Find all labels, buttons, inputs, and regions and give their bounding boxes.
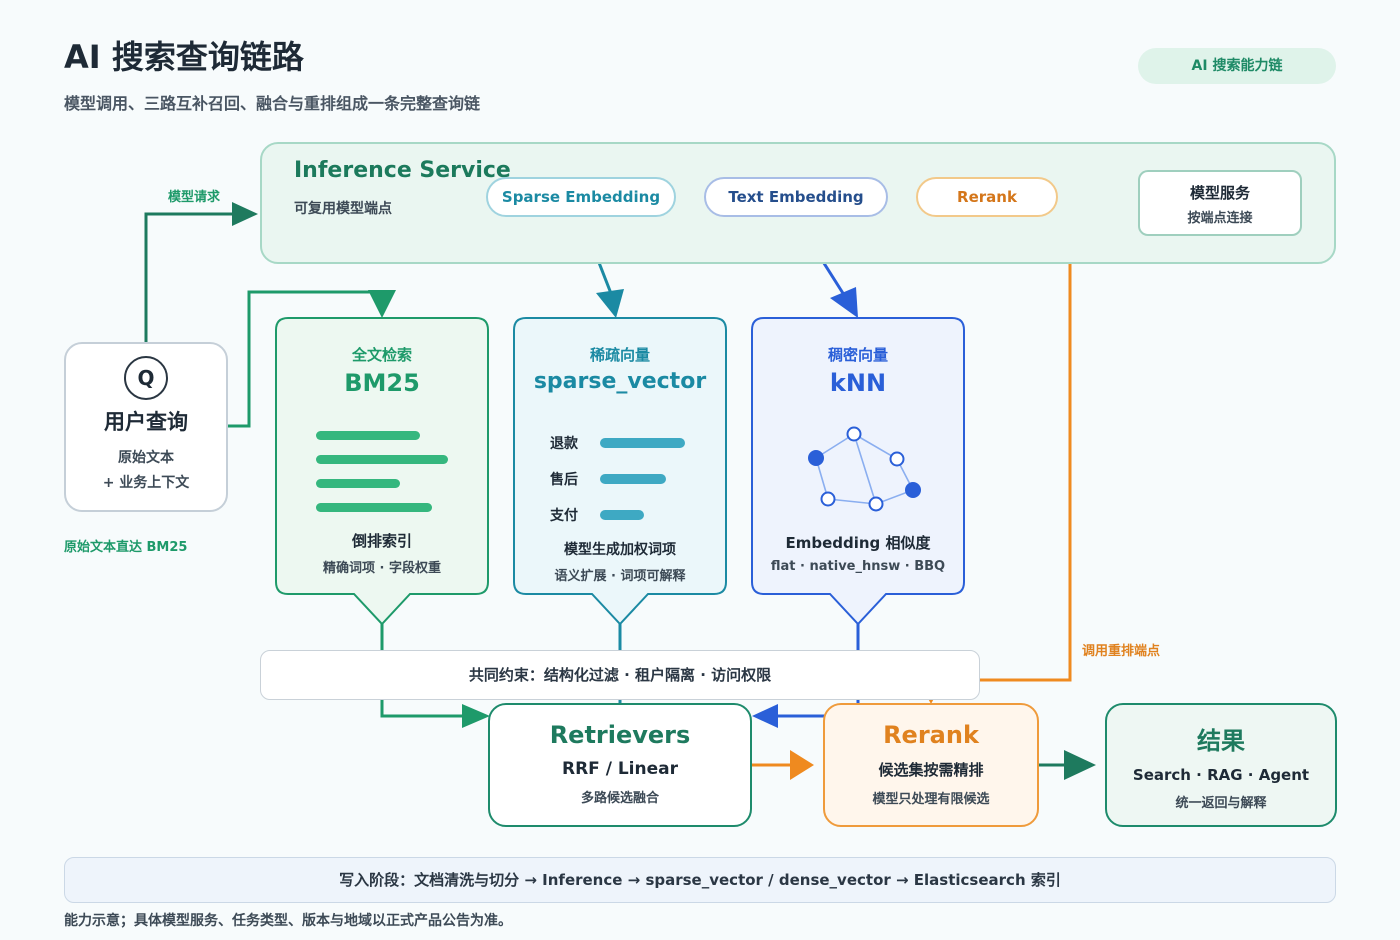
sparse-term-3: 支付: [550, 508, 578, 524]
sparse-desc: 模型生成加权词项: [564, 542, 676, 558]
result-box[interactable]: 结果 Search · RAG · Agent 统一返回与解释: [1105, 703, 1337, 827]
arrowhead-rerank: [790, 750, 814, 780]
sparse-weight-bar: [600, 510, 644, 520]
user-query-line1: 原始文本: [118, 450, 174, 466]
user-query-box[interactable]: Q 用户查询 原始文本 + 业务上下文: [64, 342, 228, 512]
rerank-line2: 模型只处理有限候选: [872, 792, 990, 807]
model-service-subtitle: 按端点连接: [1187, 211, 1253, 226]
rerank-title: Rerank: [883, 721, 979, 749]
sparse-title: sparse_vector: [533, 369, 707, 394]
retrievers-desc: 多路候选融合: [580, 791, 659, 806]
footnote: 能力示意；具体模型服务、任务类型、版本与地域以正式产品公告为准。: [64, 913, 512, 929]
result-line1: Search · RAG · Agent: [1132, 766, 1310, 784]
arrowhead-result: [1064, 750, 1096, 780]
knn-sub: flat · native_hnsw · BBQ: [770, 559, 946, 574]
arrowhead-knn: [830, 287, 858, 318]
bm25-lines-icon: [316, 431, 448, 512]
connector-bm25-to-retrievers: [380, 700, 462, 718]
sparse-term-1: 退款: [550, 436, 578, 452]
bm25-title: BM25: [344, 369, 420, 397]
arrowhead-retrievers-right: [752, 704, 778, 728]
page-title: AI 搜索查询链路: [64, 38, 304, 76]
page-subtitle: 模型调用、三路互补召回、融合与重排组成一条完整查询链: [64, 94, 481, 113]
connector-model-request: [144, 212, 232, 342]
arrowhead-retrievers-left: [462, 704, 490, 728]
rerank-pill[interactable]: Rerank: [916, 177, 1058, 217]
sparse-weight-bars: [600, 438, 685, 520]
rerank-box[interactable]: Rerank 候选集按需精排 模型只处理有限候选: [823, 703, 1039, 827]
model-request-label: 模型请求: [168, 190, 221, 205]
result-title: 结果: [1197, 727, 1245, 755]
call-rerank-label: 调用重排端点: [1082, 644, 1161, 659]
sparse-kicker: 稀疏向量: [589, 346, 650, 364]
retrievers-title: Retrievers: [549, 721, 691, 749]
sparse-weight-bar: [600, 438, 685, 448]
model-service-box[interactable]: 模型服务 按端点连接: [1138, 170, 1302, 236]
query-icon: Q: [124, 356, 168, 400]
user-query-line2: + 业务上下文: [102, 475, 190, 491]
result-line2: 统一返回与解释: [1175, 796, 1267, 811]
inference-service-subtitle: 可复用模型端点: [294, 201, 392, 217]
knn-graph-icon: [808, 426, 921, 512]
arrowhead-sparse: [596, 289, 624, 318]
knn-card: [751, 317, 965, 626]
sparse-card: [513, 317, 727, 626]
bm25-card: [275, 317, 489, 626]
text-embedding-pill[interactable]: Text Embedding: [704, 177, 888, 217]
bm25-desc: 倒排索引: [351, 532, 412, 550]
arrowhead-model-request: [232, 202, 258, 226]
retrievers-method: RRF / Linear: [562, 759, 678, 779]
shared-constraints-bar: 共同约束：结构化过滤 · 租户隔离 · 访问权限: [260, 650, 980, 700]
sparse-embedding-pill[interactable]: Sparse Embedding: [486, 177, 676, 217]
rerank-line1: 候选集按需精排: [878, 761, 984, 779]
user-query-title: 用户查询: [104, 410, 188, 434]
bm25-kicker: 全文检索: [351, 346, 412, 364]
connector-cards-down: [380, 624, 860, 650]
raw-to-bm25-label: 原始文本直达 BM25: [64, 540, 188, 555]
arrowhead-bm25: [368, 290, 396, 318]
knn-title: kNN: [829, 369, 887, 397]
sparse-sub: 语义扩展 · 词项可解释: [554, 569, 686, 584]
knn-kicker: 稠密向量: [827, 346, 888, 364]
sparse-term-2: 售后: [550, 472, 578, 488]
inference-service-title: Inference Service: [294, 158, 511, 183]
capability-badge: AI 搜索能力链: [1138, 48, 1336, 84]
bm25-sub: 精确词项 · 字段权重: [323, 561, 441, 576]
model-service-title: 模型服务: [1189, 184, 1250, 202]
knn-desc: Embedding 相似度: [785, 534, 931, 552]
write-stage-bar: 写入阶段：文档清洗与切分 → Inference → sparse_vector…: [64, 857, 1336, 903]
retrievers-box[interactable]: Retrievers RRF / Linear 多路候选融合: [488, 703, 752, 827]
sparse-weight-bar: [600, 474, 666, 484]
